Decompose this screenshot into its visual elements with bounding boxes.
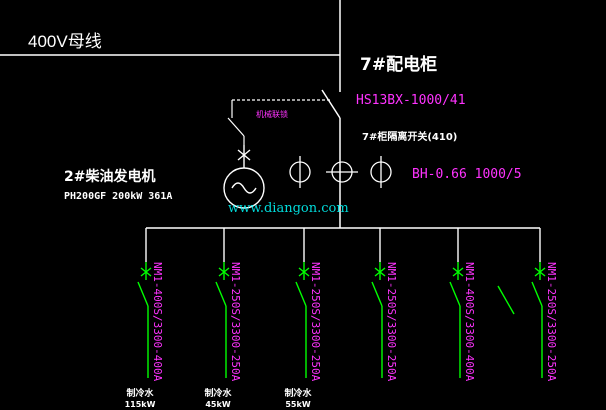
feeder-switch-blade [371,281,383,307]
ct-label: BH-0.66 1000/5 [412,167,522,182]
feeder-breaker-label: NM1-250S/3300-250A [385,262,398,382]
mechanical-interlock [227,99,330,145]
current-transformers [289,156,392,188]
ct-right [370,156,392,188]
feeder-6: NM1-250S/3300-250A [531,228,558,382]
feeder-breaker-label: NM1-250S/3300-250A [309,262,322,382]
generator-circle [223,167,265,209]
feeder-load-power: 55kW [285,400,310,409]
generator-breaker-blade [227,117,245,137]
generator-sine [231,182,257,194]
feeder-interlock-slash [497,285,515,315]
breaker-model: HS13BX-1000/41 [356,93,466,108]
feeder-breaker-label: NM1-400S/3300-400A [151,262,164,382]
main-bus [0,0,341,92]
main-breaker-blade [321,89,341,119]
feeder-switch-blade [215,281,227,307]
generator-spec: PH200GF 200kW 361A [64,191,172,202]
feeder-switch-blade [531,281,543,307]
generator-tick-b [237,149,251,161]
feeder-load-power: 115kW [125,400,156,409]
feeder-load-label: 制冷水 [126,387,154,399]
generator-symbol [223,145,265,209]
feeder-5: NM1-400S/3300-400A [449,228,476,382]
feeder-load-label: 制冷水 [204,387,232,399]
isolating-switch-label: 7#柜隔离开关(410) [362,130,457,143]
feeder-breaker-label: NM1-250S/3300-250A [545,262,558,382]
feeder-load-label: 制冷水 [284,387,312,399]
feeder-group: NM1-400S/3300-400A制冷水115kWNM1-250S/3300-… [125,228,558,409]
feeder-breaker-label: NM1-250S/3300-250A [229,262,242,382]
ct-middle [326,161,358,183]
feeder-switch-blade [449,281,461,307]
feeder-switch-blade [137,281,149,307]
feeder-load-power: 45kW [205,400,230,409]
feeder-breaker-label: NM1-400S/3300-400A [463,262,476,382]
interlock-label: 机械联锁 [256,109,288,119]
feeder-4: NM1-250S/3300-250A [371,228,398,382]
ct-left [289,156,311,188]
feeder-switch-blade [295,281,307,307]
cabinet-title: 7#配电柜 [360,54,437,75]
main-breaker [321,89,341,228]
watermark: www.diangon.com [228,201,349,216]
generator-title: 2#柴油发电机 [64,168,155,185]
bus-label: 400V母线 [28,32,102,51]
